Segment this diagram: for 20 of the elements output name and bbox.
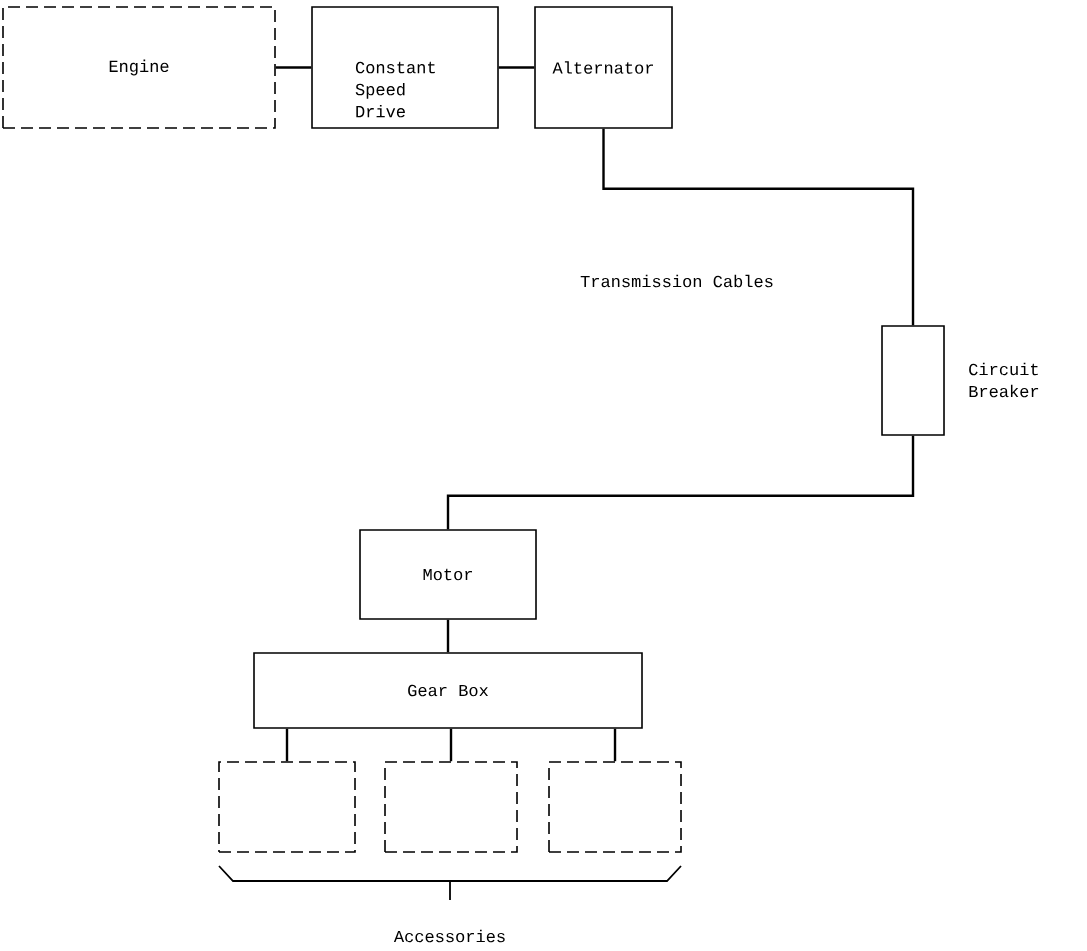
caption-label: Accessories — [393, 929, 505, 943]
connector-line — [285, 728, 289, 762]
accessory-box — [548, 761, 682, 853]
engine-box: Engine — [2, 6, 276, 129]
circuit-breaker-box — [881, 325, 945, 436]
accessory-box — [384, 761, 518, 853]
text-label: Transmission Cables — [580, 274, 773, 288]
connector-line — [449, 728, 453, 762]
connector-line — [446, 619, 450, 653]
alternator-box: Alternator — [534, 6, 673, 129]
gear-box: Gear Box — [253, 652, 643, 729]
node-label: Circuit Breaker — [969, 362, 1039, 398]
motor-box: Motor — [359, 529, 537, 620]
connector-line — [275, 66, 312, 69]
connector-line — [498, 66, 535, 69]
connector-line — [446, 435, 915, 530]
connector-line — [602, 128, 915, 326]
connector-line — [613, 728, 617, 762]
drive-box: Constant Speed Drive — [311, 6, 499, 129]
accessory-box — [218, 761, 356, 853]
